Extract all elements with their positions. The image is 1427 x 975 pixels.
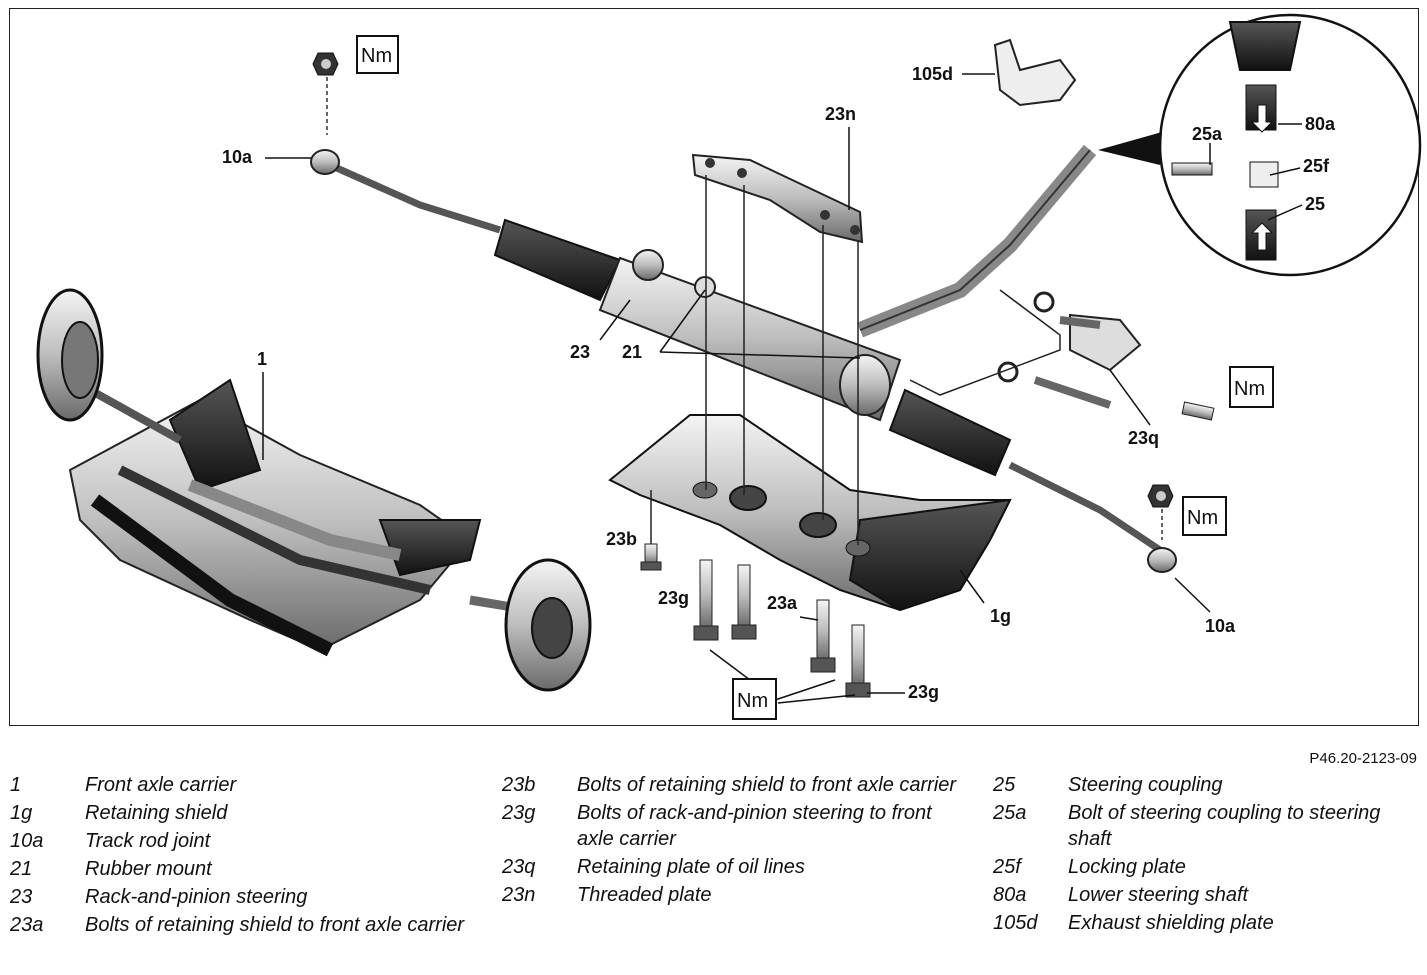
legend-number: 105d — [993, 912, 1038, 934]
track-rod-joint-left — [310, 52, 340, 175]
legend-item: 25a Bolt of steering coupling to steering… — [993, 800, 1423, 852]
callout-1: 1 — [257, 349, 267, 369]
legend-item: 1 Front axle carrier — [10, 772, 480, 798]
exhaust-shielding-plate — [993, 38, 1077, 107]
svg-text:Nm: Nm — [361, 45, 392, 67]
brake-disc-left — [36, 288, 104, 422]
callout-23: 23 — [570, 342, 590, 362]
legend-number: 25f — [993, 856, 1021, 878]
legend-description: Retaining shield — [85, 802, 228, 824]
brake-disc-right — [504, 558, 592, 692]
legend-column-1: 1 Front axle carrier 1g Retaining shield 1… — [10, 772, 480, 940]
callout-25: 25 — [1305, 194, 1325, 214]
bolt-23g-left — [693, 559, 719, 641]
legend-number: 1 — [10, 774, 22, 796]
bolt-23a-left — [731, 564, 757, 640]
legend-description: Bolts of retaining shield to front axle … — [85, 914, 465, 936]
legend-number: 80a — [993, 884, 1027, 906]
legend-description: Steering coupling — [1068, 774, 1223, 796]
callout-leader-lines — [262, 73, 1303, 704]
callout-23g-right: 23g — [908, 682, 939, 702]
legend-description: Lower steering shaft — [1068, 884, 1249, 906]
rack-and-pinion-steering — [328, 144, 1162, 553]
legend-item: 25 Steering coupling — [993, 772, 1423, 798]
callout-labels: 10a 105d 23n 25a 80a 25f 25 1 23 21 23q … — [222, 64, 1336, 702]
svg-text:Nm: Nm — [737, 690, 768, 712]
bolt-23a-right — [810, 599, 836, 673]
legend-number: 23a — [10, 914, 44, 936]
legend-item: 23n Threaded plate — [502, 882, 962, 908]
legend-item: 21 Rubber mount — [10, 856, 480, 882]
legend-column-3: 25 Steering coupling 25a Bolt of steering … — [993, 772, 1423, 938]
legend-number: 1g — [10, 802, 33, 824]
legend-number: 10a — [10, 830, 44, 852]
figure-code: P46.20-2123-09 — [1309, 750, 1417, 767]
bolt-alignment-lines — [650, 175, 859, 545]
callout-23b: 23b — [606, 529, 637, 549]
torque-box-1: Nm — [356, 35, 399, 74]
legend-description: Retaining plate of oil lines — [577, 856, 805, 878]
torque-box-2: Nm — [1229, 366, 1274, 408]
callout-1g: 1g — [990, 606, 1011, 626]
legend-description: Front axle carrier — [85, 774, 237, 796]
legend-item: 105d Exhaust shielding plate — [993, 910, 1423, 936]
oil-line-retaining-plate — [909, 289, 1215, 421]
legend-description: Track rod joint — [85, 830, 211, 852]
legend-number: 21 — [10, 858, 33, 880]
legend-item: 23a Bolts of retaining shield to front ax… — [10, 912, 480, 938]
legend-number: 23n — [502, 884, 536, 906]
legend-description: Bolts of retaining shield to front axle … — [577, 774, 957, 796]
torque-box-4: Nm — [732, 678, 777, 720]
callout-23q: 23q — [1128, 428, 1159, 448]
steering-coupling-detail — [1098, 13, 1422, 277]
front-axle-carrier — [68, 378, 531, 657]
track-rod-joint-right — [1147, 484, 1177, 573]
callout-21: 21 — [622, 342, 642, 362]
bolt-23b — [640, 543, 662, 571]
legend-item: 23b Bolts of retaining shield to front ax… — [502, 772, 962, 798]
legend-column-2: 23b Bolts of retaining shield to front ax… — [502, 772, 962, 910]
svg-text:Nm: Nm — [1187, 507, 1218, 529]
legend-number: 23 — [10, 886, 33, 908]
legend-item: 1g Retaining shield — [10, 800, 480, 826]
legend-number: 23g — [502, 802, 536, 824]
legend-number: 25a — [993, 802, 1027, 824]
callout-25a: 25a — [1192, 124, 1223, 144]
callout-105d: 105d — [912, 64, 953, 84]
legend-item: 80a Lower steering shaft — [993, 882, 1423, 908]
legend-description: Rack-and-pinion steering — [85, 886, 308, 908]
threaded-plate — [691, 153, 864, 244]
legend-description: Rubber mount — [85, 858, 212, 880]
legend-number: 25 — [993, 774, 1016, 796]
callout-10a-right: 10a — [1205, 616, 1236, 636]
exploded-view-drawing: 10a 105d 23n 25a 80a 25f 25 1 23 21 23q … — [36, 13, 1422, 720]
legend-description: Threaded plate — [577, 884, 712, 906]
legend-description: Exhaust shielding plate — [1068, 912, 1274, 934]
callout-23n: 23n — [825, 104, 856, 124]
retaining-shield — [608, 414, 1012, 612]
legend-item: 10a Track rod joint — [10, 828, 480, 854]
legend-item: 23q Retaining plate of oil lines — [502, 854, 962, 880]
legend-description: Bolt of steering coupling to steering sh… — [1068, 802, 1381, 850]
callout-25f: 25f — [1303, 156, 1330, 176]
callout-23g-left: 23g — [658, 588, 689, 608]
callout-80a: 80a — [1305, 114, 1336, 134]
legend-item: 23 Rack-and-pinion steering — [10, 884, 480, 910]
callout-23a: 23a — [767, 593, 798, 613]
legend-item: 25f Locking plate — [993, 854, 1423, 880]
legend-description: Locking plate — [1068, 856, 1186, 878]
callout-10a-left: 10a — [222, 147, 253, 167]
bolt-23g-right — [845, 624, 871, 698]
svg-text:Nm: Nm — [1234, 378, 1265, 400]
torque-box-3: Nm — [1182, 496, 1227, 536]
legend-description: Bolts of rack-and-pinion steering to fro… — [577, 802, 932, 850]
legend-number: 23b — [502, 774, 536, 796]
legend-number: 23q — [502, 856, 536, 878]
legend-item: 23g Bolts of rack-and-pinion steering to … — [502, 800, 962, 852]
